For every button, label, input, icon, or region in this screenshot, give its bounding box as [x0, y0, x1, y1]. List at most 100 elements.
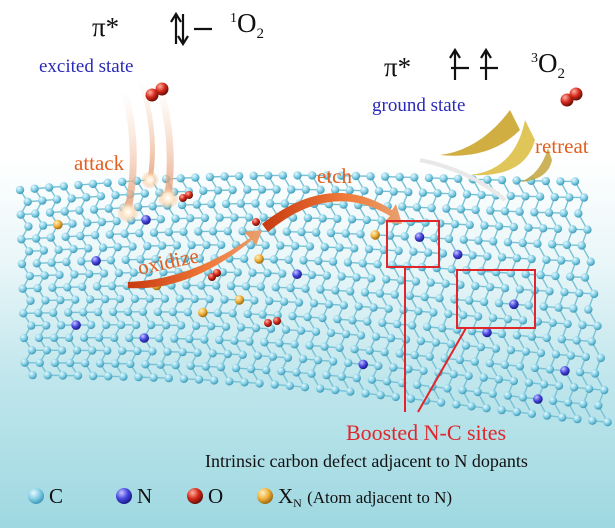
carbon-atom [566, 272, 575, 281]
carbon-atom [454, 174, 463, 183]
carbon-atom [183, 308, 193, 317]
carbon-atom [259, 213, 268, 222]
carbon-atom [287, 185, 296, 194]
carbon-atom [190, 294, 199, 304]
carbon-atom [433, 189, 442, 198]
carbon-atom [570, 177, 580, 186]
carbon-atom [83, 218, 92, 227]
carbon-atom [364, 244, 374, 254]
carbon-atom [535, 192, 545, 201]
carbon-atom [575, 368, 585, 377]
carbon-atom [330, 185, 340, 195]
carbon-atom [52, 195, 62, 204]
carbon-atom [462, 190, 472, 199]
carbon-atom [584, 305, 593, 314]
carbon-atom [360, 288, 370, 297]
nitrogen-atom [452, 249, 463, 260]
carbon-atom [121, 255, 130, 264]
ground-pi-star-label: π* [384, 52, 412, 82]
carbon-atom [236, 323, 246, 332]
carbon-atom [395, 349, 404, 358]
carbon-atom [42, 346, 52, 355]
triplet-oxygen-molecule [560, 87, 583, 107]
carbon-atom [449, 370, 458, 379]
carbon-atom [307, 270, 317, 280]
carbon-atom [494, 375, 503, 384]
carbon-atom [322, 171, 331, 180]
carbon-atom [191, 321, 201, 330]
carbon-atom [410, 350, 419, 360]
carbon-atom [103, 346, 112, 355]
carbon-atom [366, 172, 375, 181]
carbon-atom [171, 361, 180, 370]
carbon-atom [123, 307, 133, 317]
carbon-atom [506, 269, 516, 278]
carbon-atom [277, 367, 286, 376]
carbon-atom [54, 245, 63, 254]
carbon-atom [270, 380, 279, 389]
carbon-atom [356, 230, 365, 239]
carbon-atom [497, 253, 507, 262]
carbon-atom [333, 314, 342, 324]
carbon-atom [376, 390, 385, 400]
carbon-atom [379, 245, 388, 255]
carbon-atom [60, 207, 69, 216]
carbon-atom [545, 287, 554, 296]
carbon-atom [97, 217, 107, 227]
carbon-atom [497, 329, 507, 339]
carbon-atom [228, 185, 237, 195]
carbon-atom [444, 234, 454, 244]
carbon-atom [435, 294, 444, 303]
carbon-atom [178, 347, 187, 357]
carbon-atom [512, 407, 521, 417]
carbon-atom [243, 185, 252, 194]
nitrogen-atom [560, 366, 570, 376]
carbon-atom [500, 360, 509, 369]
carbon-atom [521, 347, 531, 356]
carbon-atom [482, 404, 491, 413]
carbon-atom [380, 172, 390, 181]
carbon-atom [194, 227, 203, 236]
carbon-atom [461, 341, 471, 350]
carbon-atom [571, 257, 581, 266]
carbon-atom [62, 257, 71, 267]
carbon-atom [265, 296, 274, 306]
carbon-atom [300, 383, 310, 392]
carbon-atom [272, 185, 281, 194]
carbon-atom [557, 335, 566, 344]
adjacent-atom [234, 295, 245, 305]
carbon-atom [243, 309, 252, 319]
carbon-atom [584, 384, 594, 393]
carbon-atom [138, 307, 148, 316]
carbon-atom [25, 271, 34, 281]
carbon-atom [249, 171, 258, 180]
carbon-atom [31, 234, 41, 243]
carbon-atom [159, 268, 168, 277]
carbon-atom [193, 348, 202, 357]
carbon-atom [437, 324, 447, 333]
legend-nitrogen-sphere [116, 488, 132, 504]
carbon-atom [43, 371, 52, 380]
carbon-atom [307, 369, 316, 378]
carbon-atom [530, 363, 540, 373]
carbon-atom [503, 238, 513, 247]
carbon-atom [234, 171, 244, 181]
carbon-atom [84, 244, 93, 253]
carbon-atom [556, 177, 565, 186]
carbon-atom [292, 368, 301, 377]
carbon-atom [518, 238, 527, 248]
carbon-atom [47, 258, 56, 267]
carbon-atom [141, 360, 150, 369]
carbon-atom [246, 240, 255, 250]
carbon-atom [88, 371, 98, 381]
carbon-atom [104, 372, 113, 381]
carbon-atom [151, 254, 160, 264]
legend-nitrogen-label: N [137, 484, 153, 508]
carbon-atom [168, 307, 178, 317]
carbon-atom [285, 381, 294, 390]
carbon-atom [64, 333, 74, 342]
carbon-atom [326, 228, 336, 238]
carbon-atom [94, 333, 104, 342]
carbon-atom [553, 224, 563, 233]
carbon-atom [164, 374, 173, 383]
